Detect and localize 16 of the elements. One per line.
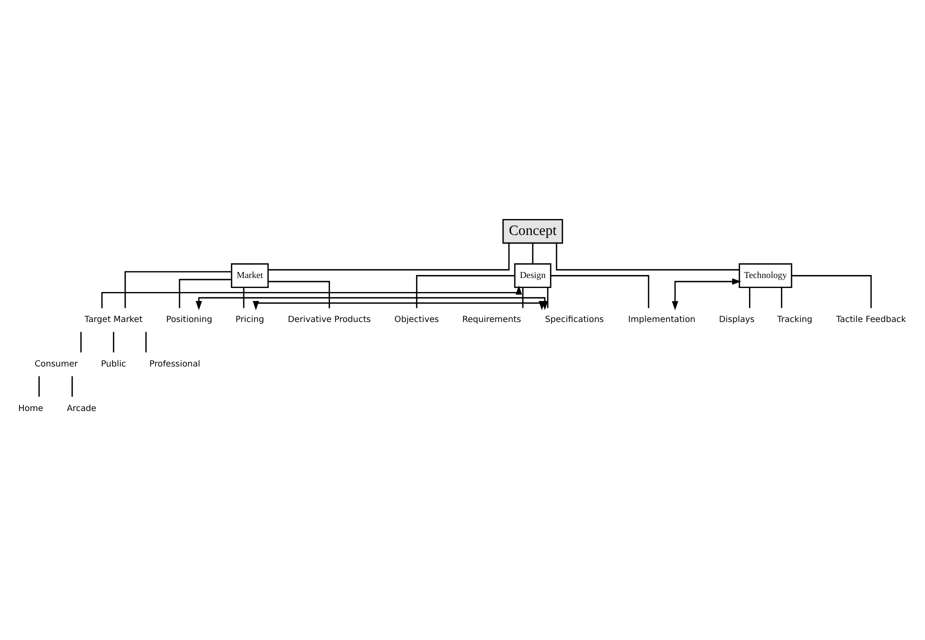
- node-text: Consumer: [34, 358, 78, 369]
- node-text: Specifications: [545, 314, 604, 324]
- node-text: Objectives: [394, 314, 439, 324]
- node-text: Displays: [718, 314, 755, 324]
- node-text: Requirements: [462, 314, 522, 324]
- node-text: Derivative Products: [288, 314, 371, 324]
- node-text: Home: [18, 402, 44, 413]
- node-text: Public: [101, 358, 126, 369]
- node-text: Pricing: [236, 314, 264, 324]
- node-text: Arcade: [66, 402, 96, 413]
- node-text: Target Market: [84, 314, 143, 324]
- node-text: Tactile Feedback: [836, 314, 906, 324]
- node-text: Positioning: [166, 314, 212, 324]
- node-text: Implementation: [628, 314, 696, 324]
- node-text: Professional: [149, 358, 200, 369]
- node-text: Tracking: [777, 314, 812, 324]
